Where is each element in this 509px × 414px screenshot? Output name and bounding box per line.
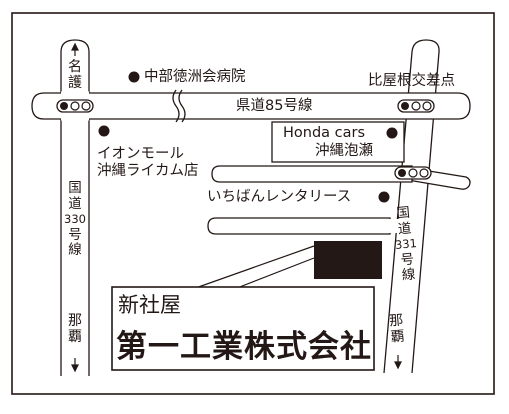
south-330-label: 那覇	[68, 313, 82, 345]
company-name: 第一工業株式会社	[116, 329, 372, 365]
intersection-label: 比屋根交差点	[368, 73, 455, 89]
route-330-label: 国道 330 号線	[64, 180, 86, 258]
honda-block	[271, 121, 405, 163]
rental-label: いちばんレンタリース	[207, 189, 352, 205]
side-street-2	[207, 217, 391, 235]
road-break-mark	[172, 89, 180, 123]
route-85	[31, 92, 471, 120]
hospital-label: 中部徳洲会病院	[144, 69, 246, 85]
route-85-label: 県道85号線	[236, 98, 313, 114]
side-street-1	[211, 165, 413, 183]
honda-label-line2: 沖縄泡瀬	[315, 143, 373, 159]
traffic-light-lower	[394, 166, 432, 180]
traffic-light-right	[397, 99, 435, 113]
new-office-subtitle: 新社屋	[118, 293, 181, 317]
honda-marker	[386, 127, 398, 139]
traffic-light-left	[56, 99, 94, 113]
route-331	[383, 39, 440, 374]
roads	[31, 39, 471, 376]
hospital-marker	[128, 71, 140, 83]
aeon-marker	[98, 125, 110, 137]
arrows	[71, 42, 402, 373]
route-330	[60, 39, 90, 376]
aeon-label-line1: イオンモール	[97, 146, 184, 162]
new-office-marker	[314, 241, 382, 279]
north-330-label: 名護	[68, 59, 82, 91]
south-331-label: 那覇	[388, 312, 406, 346]
honda-label-line1: Honda cars	[283, 125, 366, 141]
info-box	[111, 286, 375, 371]
rental-marker	[378, 191, 390, 203]
aeon-label-line2: 沖縄ライカム店	[97, 163, 199, 179]
